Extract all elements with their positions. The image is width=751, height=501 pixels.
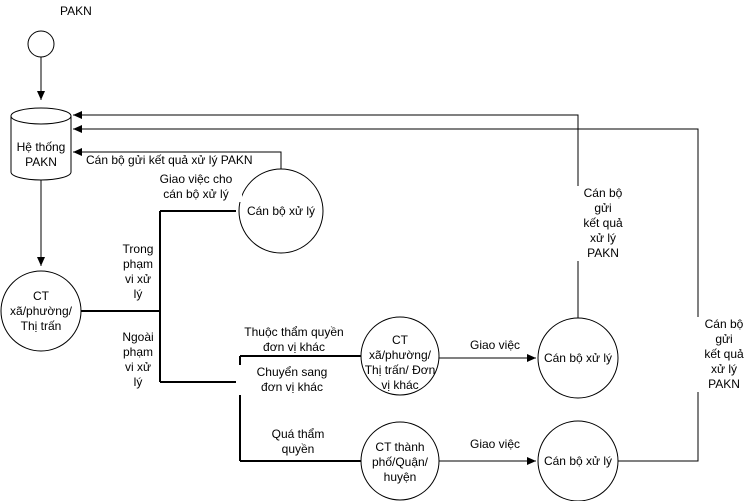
ward-other-node bbox=[360, 316, 440, 396]
edge-handler-bottom-to-system bbox=[73, 125, 699, 462]
send-result-vertical-2: Cán bộ gửi kết quả xử lý PAKN bbox=[697, 317, 751, 392]
assign-label: Giao việc cho cán bộ xử lý bbox=[150, 172, 242, 202]
send-result-label: Cán bộ gửi kết quả xử lý PAKN bbox=[86, 153, 253, 168]
handler-top-label: Cán bộ xử lý bbox=[246, 204, 316, 218]
assign-work-label: Giao việc bbox=[470, 338, 521, 352]
city-label: CT thành phố/Quận/ huyện bbox=[371, 440, 429, 484]
assign-work-label-2: Giao việc bbox=[470, 437, 521, 451]
handler-bottom-label: Cán bộ xử lý bbox=[543, 454, 613, 468]
in-scope-label: Trong phạm vi xử lý bbox=[118, 242, 158, 302]
branch-bracket bbox=[81, 211, 161, 382]
handler-mid-label: Cán bộ xử lý bbox=[543, 351, 613, 365]
system-database bbox=[10, 107, 72, 181]
start-label: PAKN bbox=[60, 4, 92, 18]
other-unit-authority-label: Thuộc thẩm quyền đơn vị khác bbox=[238, 325, 350, 355]
start-node bbox=[27, 30, 55, 58]
system-label: Hệ thống PAKN bbox=[16, 140, 66, 169]
send-result-vertical-1: Cán bộ gửi kết quả xử lý PAKN bbox=[572, 186, 634, 261]
out-scope-label: Ngoài phạm vi xử lý bbox=[118, 330, 158, 390]
exceed-authority-label: Quá thẩm quyền bbox=[262, 427, 334, 457]
ward-other-label: CT xã/phường/ Thị trấn/ Đơn vị khác bbox=[364, 333, 436, 392]
transfer-label: Chuyển sang đơn vị khác bbox=[236, 365, 348, 395]
ward-label: CT xã/phường/ Thị trấn bbox=[10, 289, 72, 333]
edge-handler-top-to-system bbox=[73, 148, 282, 169]
